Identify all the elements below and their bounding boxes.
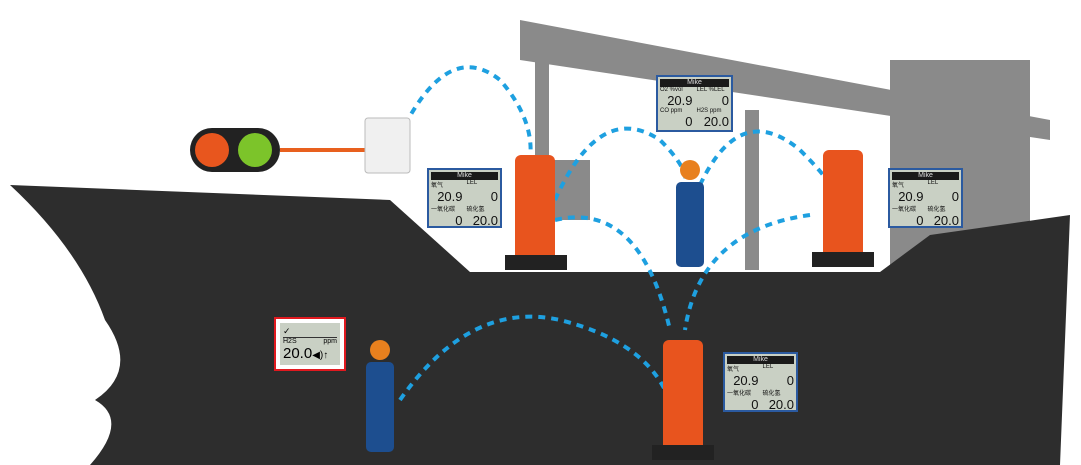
lel-value: 0 <box>786 373 794 388</box>
zh-display-left: Mike 氧气 LEL 20.9 0 一氧化碳 硫化氢 0 20.0 <box>427 168 502 228</box>
check-icon: ✓ <box>283 326 337 338</box>
traffic-light <box>190 128 365 172</box>
o2-label: O2 %vol <box>660 87 683 93</box>
signal-links <box>398 65 832 402</box>
lel-value: 0 <box>721 93 729 108</box>
gas-label: H2S <box>283 338 297 345</box>
h2s-value: 20.0 <box>703 114 729 129</box>
o2-value: 20.9 <box>898 189 924 204</box>
worker <box>366 160 704 452</box>
h2s-value: 20.0 <box>768 397 794 412</box>
area-monitor <box>505 150 874 460</box>
lel-label: LEL <box>762 364 774 370</box>
zh-display-right: Mike 氧气 LEL 20.9 0 一氧化碳 硫化氢 0 20.0 <box>888 168 963 228</box>
co-label: CO ppm <box>660 108 683 114</box>
co-label: 一氧化碳 <box>727 391 752 397</box>
co-label: 一氧化碳 <box>431 207 456 213</box>
top-device-display: Mike O2 %vol LEL %LEL 20.9 0 CO ppm H2S ppm… <box>656 75 733 132</box>
unit-label: ppm <box>323 338 337 345</box>
co-value: 0 <box>751 397 759 412</box>
lel-value: 0 <box>490 189 498 204</box>
gateway-box <box>364 117 411 174</box>
h2s-label: 硫化氢 <box>466 207 485 213</box>
h2s-value: 20.0 <box>933 213 959 228</box>
o2-label: 氧气 <box>727 367 740 373</box>
zh-display-bottom: Mike 氧气 LEL 20.9 0 一氧化碳 硫化氢 0 20.0 <box>723 352 798 412</box>
o2-value: 20.9 <box>733 373 759 388</box>
co-label: 一氧化碳 <box>892 207 917 213</box>
o2-label: 氧气 <box>431 183 444 189</box>
o2-label: 氧气 <box>892 183 905 189</box>
o2-value: 20.9 <box>437 189 463 204</box>
user-name: Mike <box>660 79 729 87</box>
h2s-label: H2S ppm <box>696 108 722 114</box>
h2s-value: 20.0 <box>472 213 498 228</box>
lel-label: LEL <box>927 180 939 186</box>
user-name: Mike <box>431 172 498 180</box>
ship-hull <box>10 185 1070 465</box>
alarm-icon: ◀)↑ <box>312 350 329 361</box>
user-name: Mike <box>727 356 794 364</box>
lel-label: LEL <box>466 180 478 186</box>
co-value: 0 <box>916 213 924 228</box>
lel-value: 0 <box>951 189 959 204</box>
o2-value: 20.9 <box>667 93 693 108</box>
user-name: Mike <box>892 172 959 180</box>
co-value: 0 <box>455 213 463 228</box>
personal-detector-display: ✓ H2S ppm 20.0◀)↑ <box>274 317 346 371</box>
co-value: 0 <box>685 114 693 129</box>
h2s-label: 硫化氢 <box>927 207 946 213</box>
h2s-label: 硫化氢 <box>762 391 781 397</box>
lel-label: LEL %LEL <box>696 87 725 93</box>
gas-value: 20.0 <box>283 345 313 362</box>
